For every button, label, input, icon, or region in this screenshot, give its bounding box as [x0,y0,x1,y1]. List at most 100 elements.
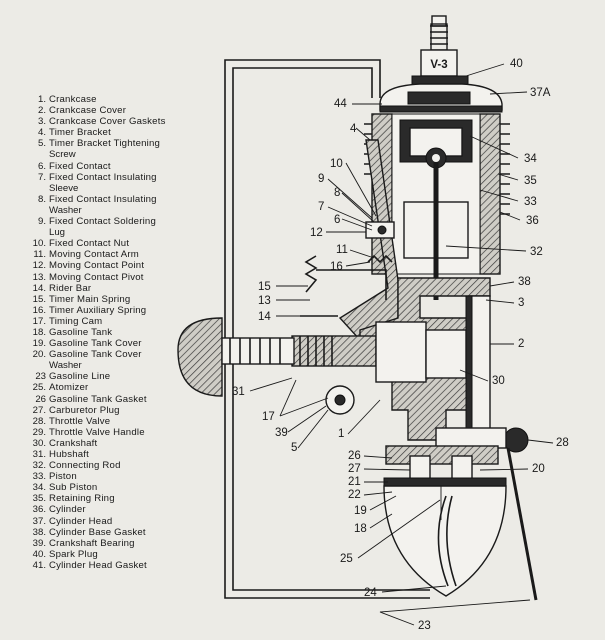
legend-number: 20. [32,349,46,361]
callout-label: 6 [334,214,340,226]
callout-label: 2 [518,338,524,350]
legend-item: 3.Crankcase Cover Gaskets [28,116,206,127]
callout-label: 36 [526,215,539,227]
callout-label: 13 [258,295,271,307]
callout-label: 22 [348,489,361,501]
legend-item: 25.Atomizer [28,382,206,393]
legend-number: 29. [32,426,46,438]
callout-label: 23 [418,620,431,632]
legend-item: 37.Cylinder Head [28,516,206,527]
callout-label: 34 [524,153,537,165]
callout-label: 10 [330,158,343,170]
gasoline-tank [383,485,507,597]
callout-label: 30 [492,375,505,387]
legend-item-continuation: Screw [49,149,76,161]
legend-item: 39.Crankshaft Bearing [28,538,206,549]
gasoline-line-23 [224,59,430,599]
legend-part-name: Crankshaft Bearing [49,537,135,549]
legend-item-continuation: Washer [49,360,82,372]
piston [399,119,473,169]
callout-label: 11 [336,244,348,256]
legend-number: 18. [32,326,46,338]
legend-number: 5. [37,138,46,150]
callout-label: 21 [348,476,361,488]
legend-part-name: Moving Contact Point [49,260,145,272]
legend-item: 41.Cylinder Head Gasket [28,560,206,571]
callout-label: 39 [275,427,288,439]
callout-label: 17 [262,411,275,423]
legend-number: 1. [37,94,46,105]
cylinder-head-gasket [379,105,503,113]
legend-part-name: Timer Main Spring [49,293,131,305]
callout-label: 32 [530,246,543,258]
callout-label: 28 [556,437,569,449]
callout-label: 25 [340,553,353,565]
legend-number: 7. [37,171,46,183]
callout-label: 9 [318,173,324,185]
crankcase-cover-gasket [465,295,473,437]
legend-part-name: Fixed Contact Insulating [49,193,157,205]
legend-part-name: Rider Bar [49,282,92,294]
legend-item: 33.Piston [28,471,206,482]
legend-item: 31.Hubshaft [28,449,206,460]
crankcase-cover [469,295,491,439]
legend-item: 2.Crankcase Cover [28,105,206,116]
legend-part-name: Gasoline Tank [49,326,113,338]
legend-part-name: Sub Piston [49,482,98,494]
legend-item: 16.Timer Auxiliary Spring [28,305,206,316]
legend-part-name: Fixed Contact [49,160,111,172]
legend-item: 9.Fixed Contact Soldering [28,216,206,227]
legend-item: 38.Cylinder Base Gasket [28,527,206,538]
legend-part-name: Atomizer [49,382,89,394]
legend-item: 12.Moving Contact Point [28,260,206,271]
legend-item: 32.Connecting Rod [28,460,206,471]
callout-label: 8 [334,187,340,199]
legend-part-name: Gasoline Line [49,371,111,383]
callout-label: 40 [510,58,523,70]
legend-part-name: Moving Contact Pivot [49,271,144,283]
legend-item: 15.Timer Main Spring [28,294,206,305]
legend-number: 19. [32,338,46,350]
legend-number: 2. [37,105,46,117]
callout-label: 44 [334,98,347,110]
legend-part-name: Fixed Contact Insulating [49,171,157,183]
legend-part-name: Throttle Valve Handle [49,426,145,438]
legend-item: 19.Gasoline Tank Cover [28,338,206,349]
legend-item: 30.Crankshaft [28,438,206,449]
legend-item: 11.Moving Contact Arm [28,249,206,260]
legend-number: 9. [37,216,46,228]
legend-part-name: Cylinder Head Gasket [49,559,147,571]
legend-number: 8. [37,193,46,205]
crankshaft [291,321,467,383]
legend-number: 32. [32,460,46,472]
legend-part-name: Gasoline Tank Cover [49,338,142,350]
legend-number: 39. [32,537,46,549]
hubshaft-propeller-hub [177,317,223,397]
legend-part-name: Crankshaft [49,437,98,449]
legend-number: 23 [35,371,46,383]
legend-number: 4. [37,127,46,139]
callout-label: 14 [258,311,271,323]
legend-number: 12. [32,260,46,272]
legend-number: 30. [32,437,46,449]
legend-number: 26 [35,393,46,405]
legend-item: 1.Crankcase [28,94,206,105]
legend-item: 10.Fixed Contact Nut [28,238,206,249]
callout-label: 16 [330,261,343,273]
legend-number: 33. [32,471,46,483]
callout-label: 3 [518,297,524,309]
legend-part-name: Cylinder Base Gasket [49,526,146,538]
legend-part-name: Timer Bracket [49,127,111,139]
legend-number: 25. [32,382,46,394]
legend-part-name: Carburetor Plug [49,404,120,416]
legend-part-name: Connecting Rod [49,460,121,472]
legend-part-name: Timer Bracket Tightening [49,138,161,150]
throttle-valve [435,427,538,601]
legend-item: 14.Rider Bar [28,283,206,294]
callout-label: 27 [348,463,361,475]
callout-label: 35 [524,175,537,187]
legend-part-name: Timing Cam [49,315,103,327]
legend-number: 31. [32,449,46,460]
